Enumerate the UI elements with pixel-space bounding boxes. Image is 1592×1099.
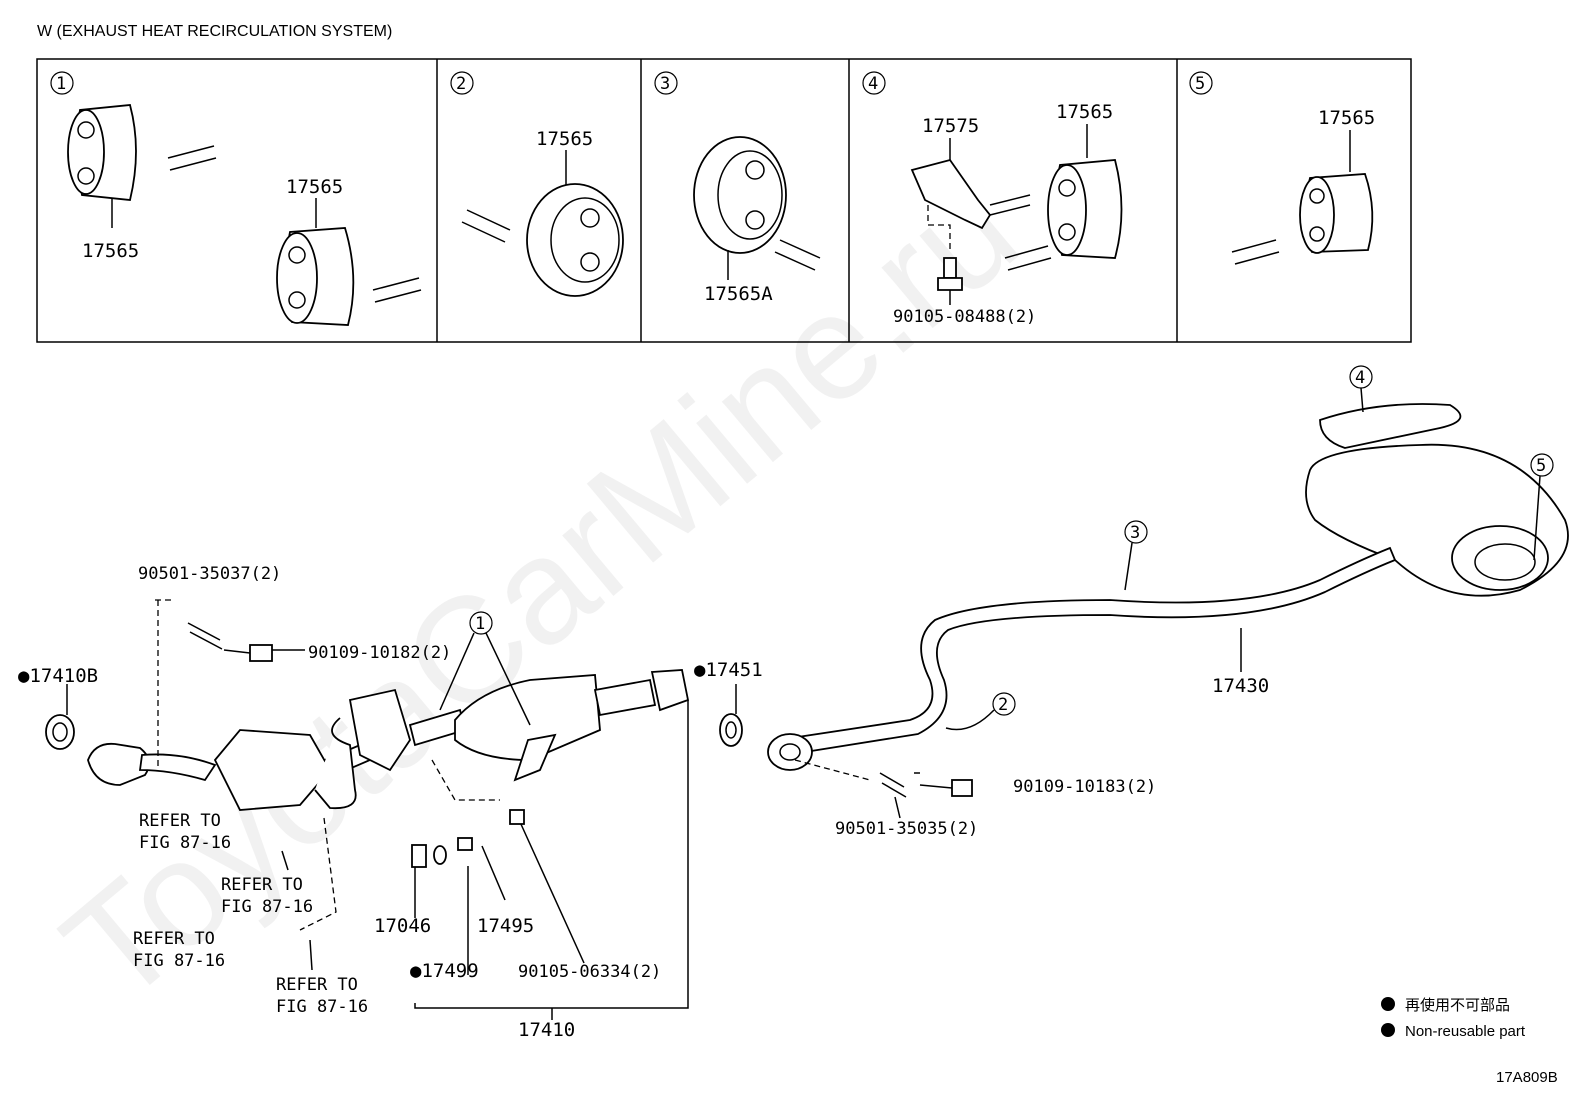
- rubber-hanger-drawing: [526, 183, 624, 297]
- svg-text:1: 1: [475, 614, 485, 634]
- panel-4-number: 4: [862, 71, 886, 95]
- panel-2-number: 2: [450, 71, 474, 95]
- part-17046: 17046: [374, 915, 431, 937]
- part-90501-35037: 90501-35037(2): [138, 564, 281, 584]
- part-label: 17565A: [704, 283, 773, 305]
- part-label: 17575: [922, 115, 979, 137]
- part-label: 17565: [82, 240, 139, 262]
- legend: 再使用不可部品 Non-reusable part: [1381, 997, 1526, 1040]
- svg-text:FIG 87-16: FIG 87-16: [139, 833, 231, 853]
- legend-jp: 再使用不可部品: [1405, 997, 1510, 1014]
- pipe-rod-drawing: [774, 239, 821, 271]
- spring-bolt-drawing: [187, 622, 273, 662]
- svg-text:FIG 87-16: FIG 87-16: [221, 897, 313, 917]
- part-17499: ●17499: [410, 960, 479, 982]
- main-muffler-drawing: [1305, 403, 1569, 597]
- part-label: 17565: [1056, 101, 1113, 123]
- svg-text:2: 2: [998, 695, 1008, 715]
- part-17495: 17495: [477, 915, 534, 937]
- diagram-code: 17A809B: [1496, 1069, 1558, 1086]
- callout-4: 4: [1349, 365, 1373, 389]
- part-90109-10182: 90109-10182(2): [308, 643, 451, 663]
- refer-note: REFER TO FIG 87-16: [276, 975, 368, 1017]
- rubber-hanger-drawing: [693, 136, 787, 254]
- bolt-drawing: [937, 257, 963, 291]
- panel-1-number: 1: [50, 71, 74, 95]
- part-17451: ●17451: [694, 659, 763, 681]
- part-17410: 17410: [518, 1019, 575, 1041]
- svg-text:5: 5: [1536, 456, 1546, 476]
- callout-1: 1: [469, 611, 493, 635]
- svg-text:4: 4: [868, 74, 878, 94]
- part-90501-35035: 90501-35035(2): [835, 819, 978, 839]
- bracket-drawing: [910, 158, 1031, 230]
- pipe-rod-drawing: [1231, 239, 1280, 265]
- part-label: 17565: [286, 176, 343, 198]
- dashed-leader: [927, 205, 951, 250]
- spring-bolt-drawing: [879, 772, 973, 798]
- panel-3-number: 3: [654, 71, 678, 95]
- svg-text:4: 4: [1355, 368, 1365, 388]
- svg-text:3: 3: [1130, 523, 1140, 543]
- panel-5-number: 5: [1189, 71, 1213, 95]
- svg-text:3: 3: [660, 74, 670, 94]
- gasket-drawing: [719, 713, 743, 747]
- part-17410B: ●17410B: [18, 665, 98, 687]
- svg-text:FIG 87-16: FIG 87-16: [133, 951, 225, 971]
- part-90109-10183: 90109-10183(2): [1013, 777, 1156, 797]
- svg-text:2: 2: [456, 74, 466, 94]
- leader-lines: [66, 599, 1242, 1020]
- rubber-hanger-drawing: [67, 104, 137, 228]
- svg-text:FIG 87-16: FIG 87-16: [276, 997, 368, 1017]
- stud-drawing: [411, 809, 525, 868]
- svg-text:5: 5: [1195, 74, 1205, 94]
- svg-text:REFER TO: REFER TO: [139, 811, 221, 831]
- rubber-hanger-drawing: [276, 227, 355, 326]
- part-label: 90105-08488(2): [893, 307, 1036, 327]
- callout-2: 2: [992, 692, 1016, 716]
- hanger-detail-panels: [36, 58, 1412, 343]
- diagram-title: W (EXHAUST HEAT RECIRCULATION SYSTEM): [37, 23, 392, 40]
- rubber-hanger-drawing: [1299, 173, 1374, 254]
- gasket-drawing: [45, 714, 75, 750]
- svg-text:REFER TO: REFER TO: [133, 929, 215, 949]
- svg-text:1: 1: [56, 74, 66, 94]
- rubber-hanger-drawing: [1047, 159, 1123, 259]
- pipe-rod-drawing: [372, 277, 422, 303]
- tailpipe-drawing: [767, 546, 1397, 771]
- part-90105-06334: 90105-06334(2): [518, 962, 661, 982]
- refer-note: REFER TO FIG 87-16: [221, 875, 313, 917]
- legend-en: Non-reusable part: [1405, 1023, 1526, 1040]
- part-17430: 17430: [1212, 675, 1269, 697]
- pipe-rod-drawing: [1004, 245, 1052, 271]
- callout-3: 3: [1124, 520, 1148, 544]
- front-pipe-converter-drawing: [87, 669, 690, 811]
- svg-text:REFER TO: REFER TO: [276, 975, 358, 995]
- refer-note: REFER TO FIG 87-16: [139, 811, 231, 853]
- part-label: 17565: [536, 128, 593, 150]
- callout-5: 5: [1530, 453, 1554, 477]
- part-label: 17565: [1318, 107, 1375, 129]
- svg-text:REFER TO: REFER TO: [221, 875, 303, 895]
- refer-note: REFER TO FIG 87-16: [133, 929, 225, 971]
- pipe-rod-drawing: [461, 209, 511, 243]
- pipe-rod-drawing: [167, 145, 217, 171]
